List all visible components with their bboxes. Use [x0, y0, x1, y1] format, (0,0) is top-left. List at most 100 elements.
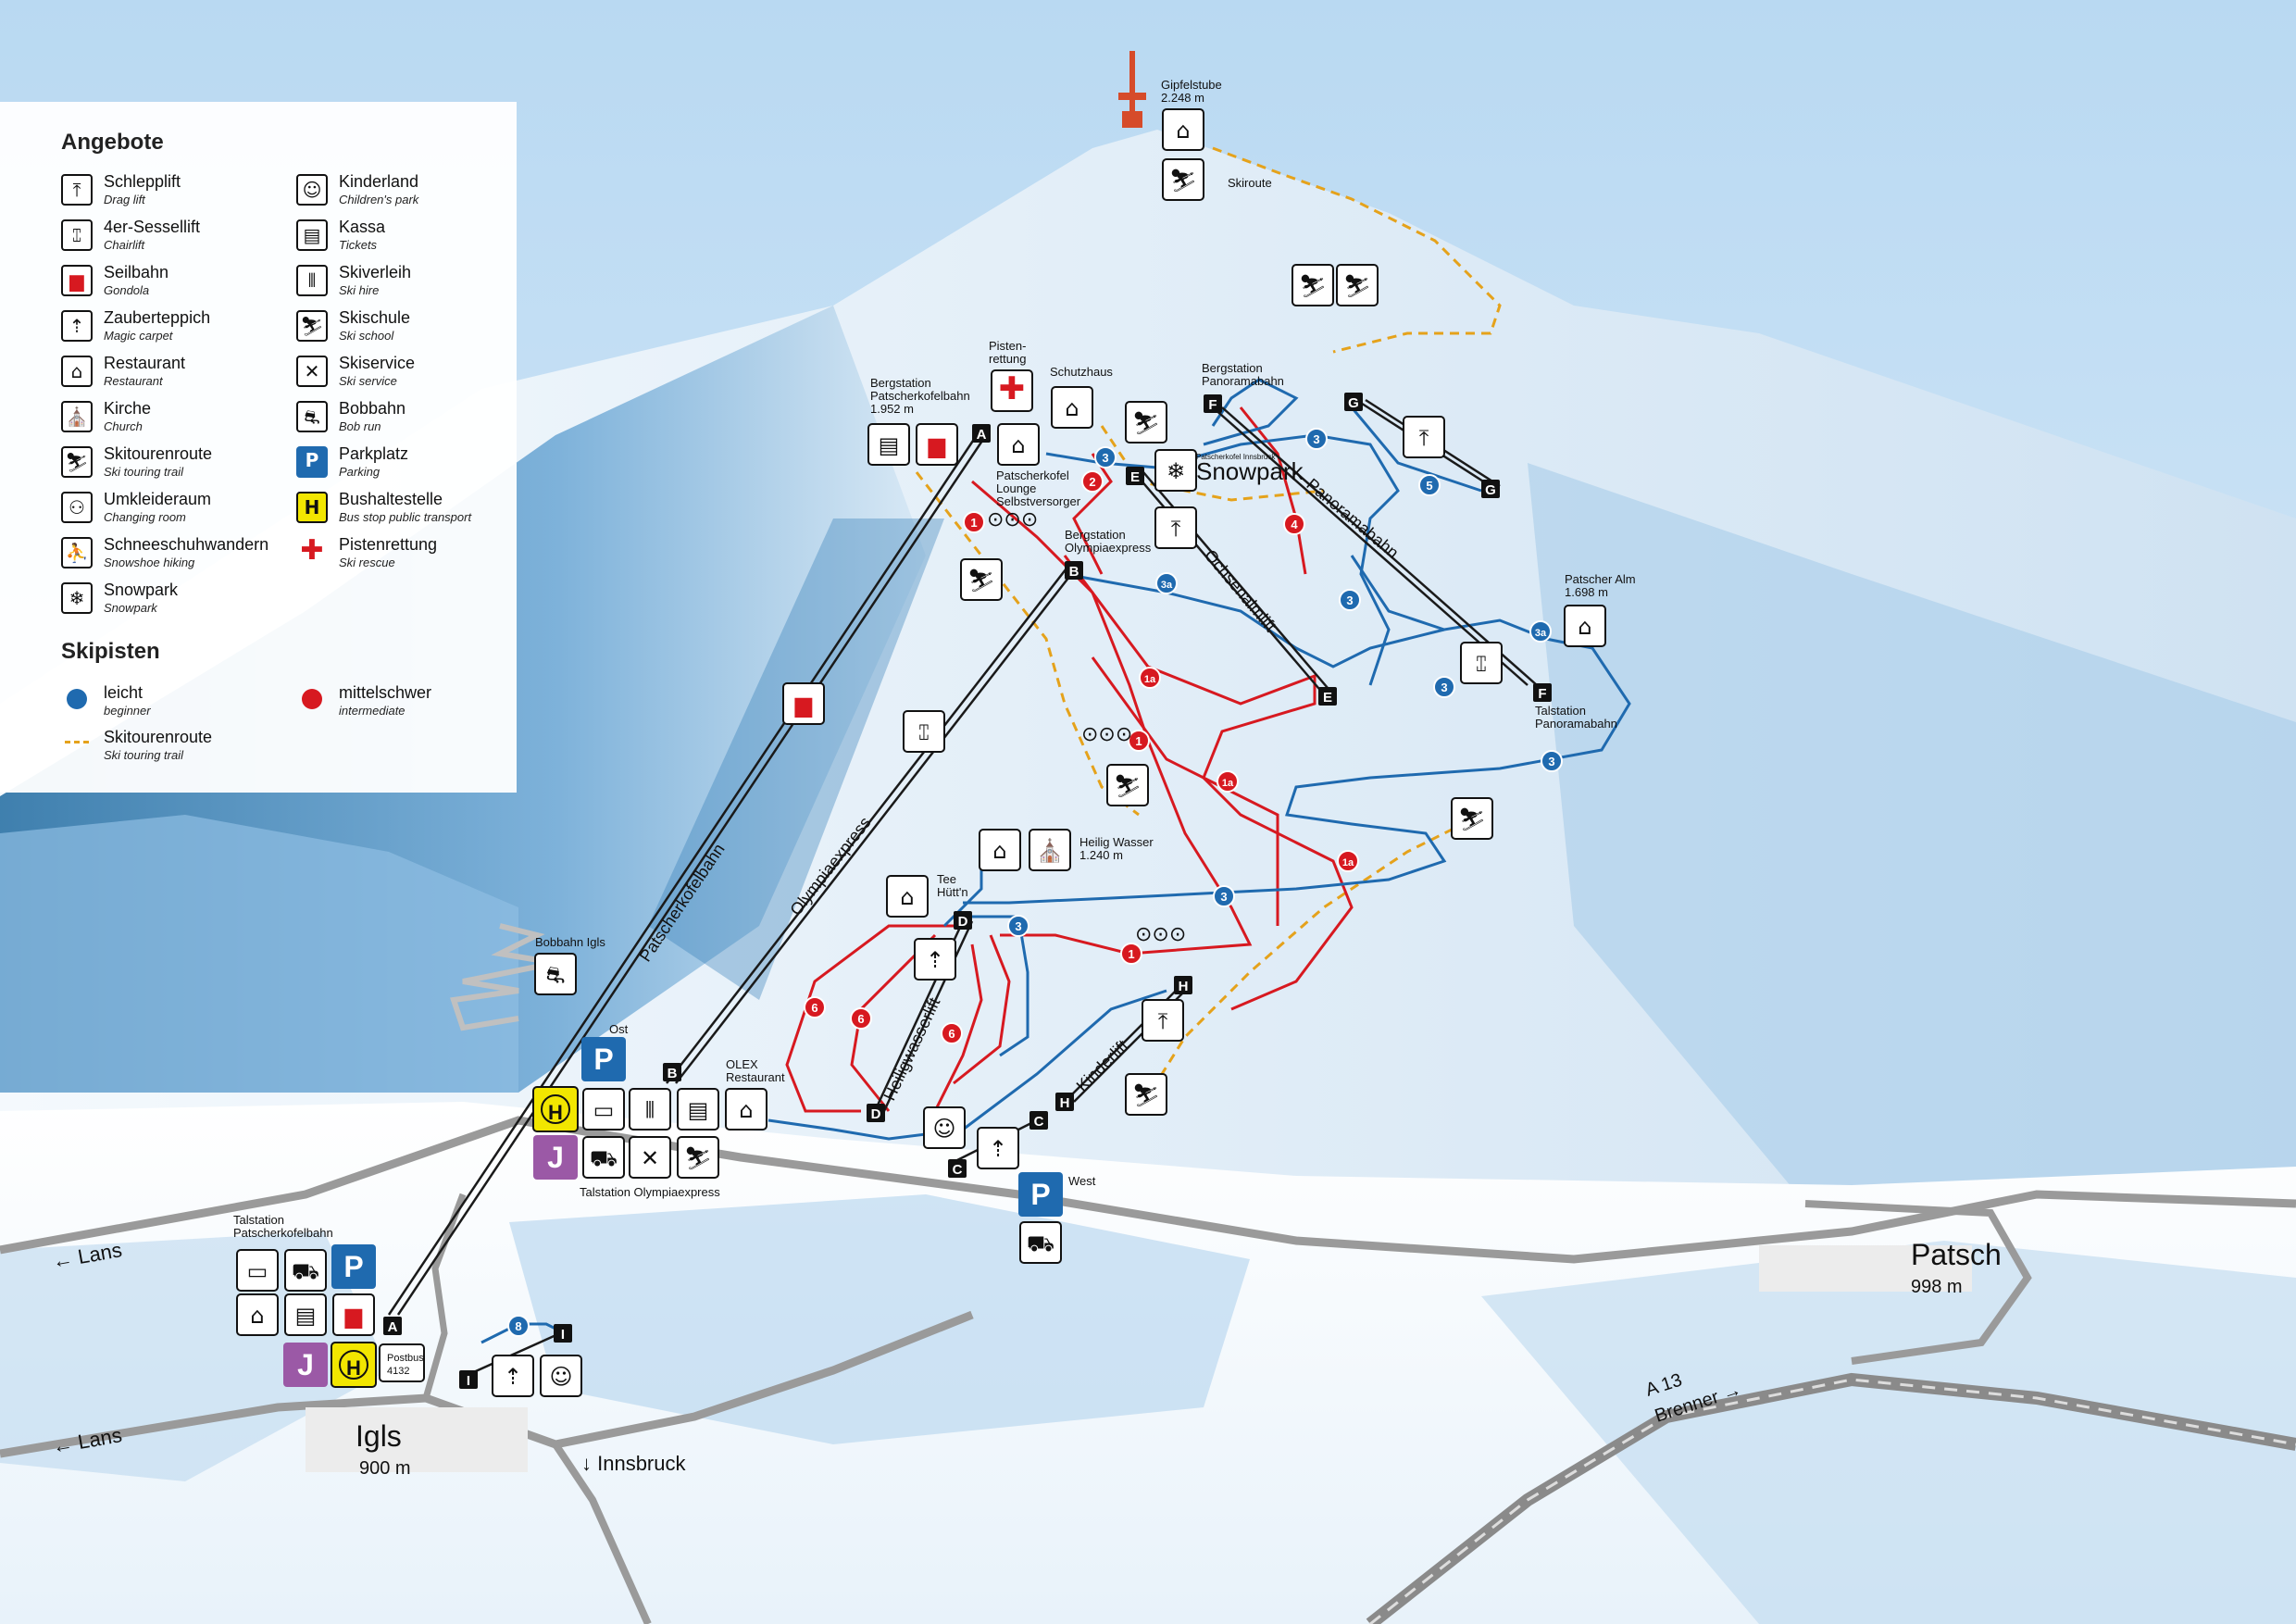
label-olex-1: OLEX	[726, 1057, 758, 1071]
run-number: 3	[1441, 681, 1447, 694]
label-heilig-wasser-2: 1.240 m	[1079, 848, 1123, 862]
run-number: 3	[1313, 432, 1319, 446]
bob-run-icon: ⛐	[296, 401, 328, 432]
label-igls: Igls	[356, 1419, 402, 1453]
road-innsbruck	[552, 1442, 652, 1624]
kids-icon: ☺	[923, 1106, 966, 1149]
legend-run-title: leicht	[104, 683, 144, 702]
lift-station-a: A	[972, 424, 991, 443]
touring-icon: ⛷	[960, 558, 1003, 601]
label-tal-patscherkofel-2: Patscherkofelbahn	[233, 1226, 333, 1240]
lift-station-d: D	[954, 911, 972, 930]
legend-item-title: Skiservice	[339, 354, 416, 372]
pictogram-glyph: ❄	[1167, 458, 1185, 484]
label-berg-patscherkofel-1: Bergstation	[870, 376, 931, 390]
ski-rescue-icon: ✚	[296, 537, 328, 568]
lift-olympiaexpress-a	[666, 564, 1070, 1084]
run-number: 3	[1102, 451, 1108, 465]
blue-runs	[480, 378, 1631, 1344]
lift-station-letter: H	[1179, 979, 1189, 994]
run-marker-3: 3	[1541, 750, 1563, 772]
bus-icon: ▭	[582, 1088, 625, 1131]
legend-item-title: Zauberteppich	[104, 308, 211, 327]
run-marker-1a: 1a	[1139, 667, 1161, 689]
run-number: 3a	[1161, 580, 1173, 591]
legend-item-title: Skiverleih	[339, 263, 412, 281]
label-schutzhaus: Schutzhaus	[1050, 365, 1113, 379]
legend-item-subtitle: Tickets	[339, 238, 378, 252]
label-lounge-3: Selbstversorger	[996, 494, 1081, 508]
touring-route-lower	[915, 471, 1140, 817]
bus-stop-icon: H	[296, 492, 328, 523]
run-number: 1a	[1222, 778, 1234, 789]
legend-item-title: 4er-Sessellift	[104, 218, 201, 236]
badge-letter: P	[593, 1043, 613, 1076]
label-tee-2: Hütt'n	[937, 885, 968, 899]
pictogram-glyph: ⌂	[1011, 432, 1025, 458]
lift-panoramabahn-b	[1221, 406, 1538, 686]
run-marker-3: 3	[1213, 885, 1235, 907]
label-patsch: Patsch	[1911, 1238, 2002, 1271]
label-snowpark-tag: Patscherkofel Innsbruck	[1196, 453, 1276, 461]
label-tal-panorama-1: Talstation	[1535, 704, 1586, 718]
run-marker-5: 5	[1418, 474, 1441, 496]
run-marker-3: 3	[1007, 915, 1029, 937]
church-icon: ⛪	[61, 401, 93, 432]
red-dot-icon	[302, 689, 322, 709]
lift-station-letter: G	[1348, 395, 1359, 411]
pictogram-glyph: ⛐	[546, 962, 566, 988]
village-igls	[306, 1407, 528, 1472]
lift-station-e: E	[1126, 467, 1144, 485]
lift-station-h: H	[1174, 976, 1192, 994]
lift-patscherkofelbahn-a	[387, 434, 979, 1316]
map-pictograms: ⌂⛷⛷⛷✚⌂❄⛷▤▆⌂⤒⛷⤒⑄⌂▆⑄⛷⛷⌂⛪⌂⇡⛐⤒⛷☺⇡▭⫴▤⌂⛟✕⛷⛟▭⛟⌂…	[236, 108, 1606, 1397]
pictogram-glyph: ⛷	[1114, 773, 1142, 799]
legend-item-subtitle: Church	[104, 419, 143, 433]
legend-item-title: Kinderland	[339, 172, 419, 191]
legend-run-subtitle: beginner	[104, 704, 151, 718]
pictogram-glyph: ▤	[295, 1303, 317, 1329]
skihire-icon: ⫴	[629, 1088, 671, 1131]
parking-icon: P	[296, 446, 328, 478]
blue-run-3-lower	[972, 915, 1029, 1057]
run-marker-3: 3	[1433, 676, 1455, 698]
touring-icon: ⛷	[1451, 797, 1493, 840]
badge-letter: P	[343, 1250, 363, 1283]
legend-title-offers: Angebote	[61, 130, 164, 155]
legend-item-title: Restaurant	[104, 354, 186, 372]
run-marker-1: 1	[963, 511, 985, 533]
run-marker-3: 3	[1339, 589, 1361, 611]
pictogram-glyph: ⛷	[967, 568, 995, 593]
lift-patscherkofelbahn-b	[396, 434, 988, 1316]
lift-station-letter: F	[1538, 686, 1546, 702]
run-marker-1: 1	[1128, 730, 1150, 752]
forest-strip	[648, 518, 944, 1000]
restaurant-icon: ⌂	[1051, 386, 1093, 429]
run-number: 3	[1015, 919, 1021, 933]
magic-icon: ⇡	[977, 1127, 1019, 1169]
road-patsch	[1804, 1200, 2032, 1365]
lift-station-letter: A	[977, 427, 987, 443]
legend-item-title: Schlepplift	[104, 172, 181, 191]
pictogram-glyph: ⌂	[1578, 614, 1591, 640]
pictogram-glyph: ✚	[999, 370, 1026, 407]
legend-item-subtitle: Snowpark	[104, 601, 157, 615]
lift-heiligwasserlift-b	[882, 920, 974, 1112]
valley-shade-1	[509, 1194, 1250, 1444]
bus-stop-badge: H	[331, 1342, 377, 1388]
touring-route-east	[1137, 813, 1482, 1112]
red-run-6	[785, 924, 954, 1113]
label-berg-panorama-2: Panoramabahn	[1202, 374, 1284, 388]
label-patscher-alm-1: Patscher Alm	[1565, 572, 1636, 586]
touring-icon: ⛷	[1162, 158, 1204, 201]
label-berg-olympia-1: Bergstation	[1065, 528, 1126, 542]
legend-item-subtitle: Drag lift	[104, 193, 145, 206]
